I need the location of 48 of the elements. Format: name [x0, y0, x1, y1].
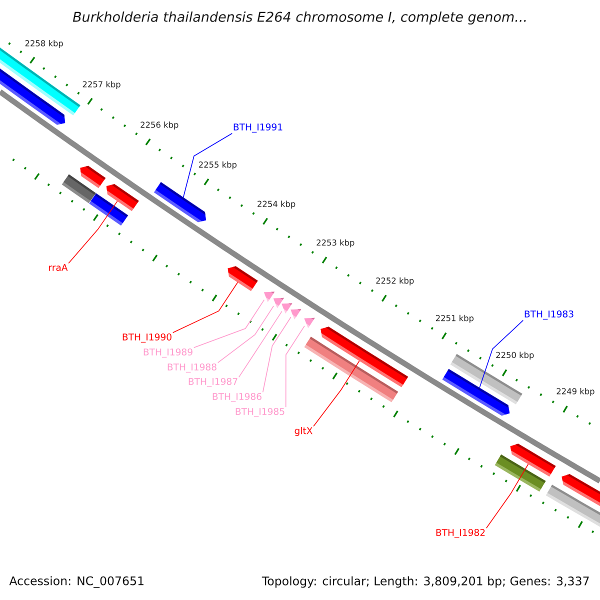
- gene-triangle: [304, 318, 315, 328]
- tick-label: 2251 kbp: [436, 314, 474, 323]
- gene-block: [89, 193, 128, 226]
- gene-label: BTH_I1983: [524, 310, 574, 320]
- gene-label: BTH_I1991: [234, 123, 282, 133]
- footer-text: Topology: circular; Length: 3,809,201 bp; Genes: 3,337: [262, 576, 589, 588]
- tick-label: 2252 kbp: [376, 277, 414, 286]
- gene-block: [228, 266, 258, 292]
- gene-triangle: [264, 292, 275, 302]
- gene-triangle: [273, 298, 284, 308]
- gene-label: BTH_I1988: [168, 363, 216, 373]
- gene-block: [562, 474, 600, 506]
- leader-line: [193, 299, 265, 348]
- tick-label: 2250 kbp: [496, 352, 534, 360]
- tick-label: 2253 kbp: [316, 239, 354, 248]
- leader-line: [486, 464, 529, 529]
- footer-text: Accession: NC_007651: [9, 576, 144, 588]
- tick-label: 2256 kbp: [140, 122, 178, 130]
- gene-label: BTH_I1987: [188, 378, 238, 388]
- gene-label: BTH_I1986: [212, 392, 262, 402]
- leader-line: [68, 200, 118, 264]
- title: Burkholderia thailandensis E264 chromosome I, complete genom...: [72, 11, 526, 25]
- gene-label: BTH_I1982: [436, 528, 485, 538]
- gene-block: [0, 68, 66, 125]
- gene-label: BTH_I1985: [236, 408, 284, 418]
- tick-label: 2258 kbp: [25, 40, 63, 48]
- leader-line: [238, 310, 282, 378]
- gene-label: rraA: [49, 264, 68, 271]
- gene-block: [494, 454, 546, 492]
- leader-line: [172, 282, 238, 334]
- gene-triangle: [282, 303, 292, 314]
- leader-line: [262, 316, 292, 393]
- tick-label: 2257 kbp: [82, 81, 120, 89]
- tick-label: 2249 kbp: [556, 388, 594, 396]
- leader-line: [217, 306, 274, 364]
- gene-block: [80, 166, 106, 188]
- leader-line: [479, 320, 524, 388]
- gene-label: BTH_I1989: [144, 348, 192, 358]
- gene-block: [154, 182, 206, 222]
- leader-line: [182, 132, 233, 198]
- leader-line: [285, 326, 305, 408]
- tick-label: 2254 kbp: [258, 200, 296, 209]
- gene-triangle: [290, 309, 302, 320]
- gene-label: gltX: [294, 427, 312, 436]
- tick-label: 2255 kbp: [198, 161, 237, 170]
- gene-label: BTH_I1990: [122, 333, 172, 343]
- leader-line: [313, 360, 360, 427]
- gene-block: [304, 336, 398, 402]
